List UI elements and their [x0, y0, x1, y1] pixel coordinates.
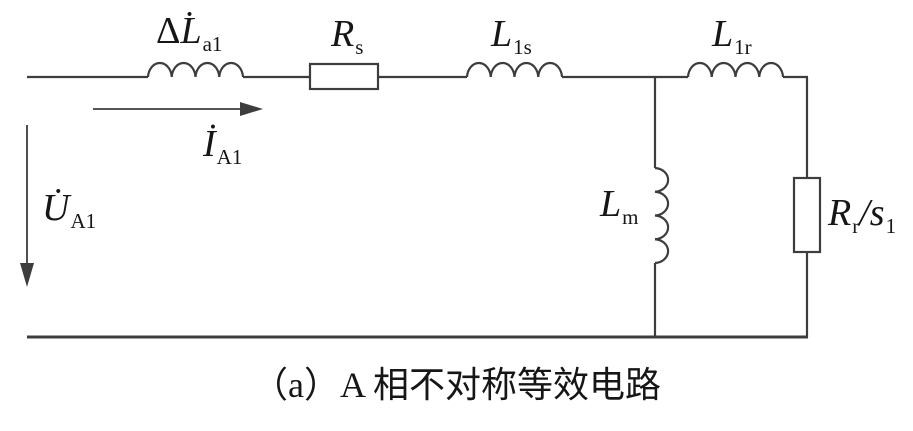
l1r-symbol: L — [712, 13, 734, 55]
voltage-symbol: U̇ — [42, 187, 70, 229]
figure-caption-text: （a）A 相不对称等效电路 — [252, 365, 661, 405]
slip-subscript: 1 — [885, 214, 897, 238]
delta-symbol: Δ — [156, 10, 181, 52]
current-subscript: A1 — [216, 145, 243, 169]
l1s-subscript: 1s — [513, 35, 532, 59]
label-delta-la1: ΔL̇a1 — [156, 10, 222, 55]
label-l1r: L1r — [712, 13, 752, 58]
resistor-rr-s1-body — [792, 176, 822, 254]
inductor-delta-la1-coil — [146, 61, 245, 78]
l1s-symbol: L — [491, 13, 513, 55]
label-current-ia1: İA1 — [203, 123, 242, 168]
delta-la1-symbol: L̇ — [180, 10, 202, 52]
inductor-l1r-coil — [686, 61, 785, 78]
label-rs: Rs — [331, 13, 363, 58]
resistor-rs-body — [308, 62, 380, 91]
figure-caption: （a）A 相不对称等效电路 — [0, 365, 913, 406]
l1r-subscript: 1r — [734, 35, 752, 59]
voltage-subscript: A1 — [70, 209, 97, 233]
inductor-l1s-coil — [465, 61, 564, 78]
lm-symbol: L — [600, 183, 622, 225]
current-arrow — [93, 102, 263, 116]
rr-symbol: R — [828, 192, 852, 234]
delta-la1-subscript: a1 — [202, 32, 223, 56]
voltage-arrow — [20, 125, 34, 287]
slash-symbol: / — [859, 192, 870, 234]
rr-subscript: r — [852, 214, 860, 238]
label-lm: Lm — [600, 183, 638, 228]
slip-symbol: s — [869, 192, 885, 234]
label-rr-over-s1: Rr/s1 — [828, 192, 896, 237]
rs-symbol: R — [331, 13, 355, 55]
lm-subscript: m — [622, 205, 639, 229]
label-l1s: L1s — [491, 13, 532, 58]
label-voltage-ua1: U̇A1 — [42, 187, 96, 232]
voltage-arrowhead-icon — [20, 263, 34, 287]
rs-subscript: s — [355, 35, 364, 59]
inductor-lm-coil — [654, 166, 670, 265]
current-symbol: İ — [203, 123, 216, 165]
current-arrowhead-icon — [240, 102, 263, 116]
